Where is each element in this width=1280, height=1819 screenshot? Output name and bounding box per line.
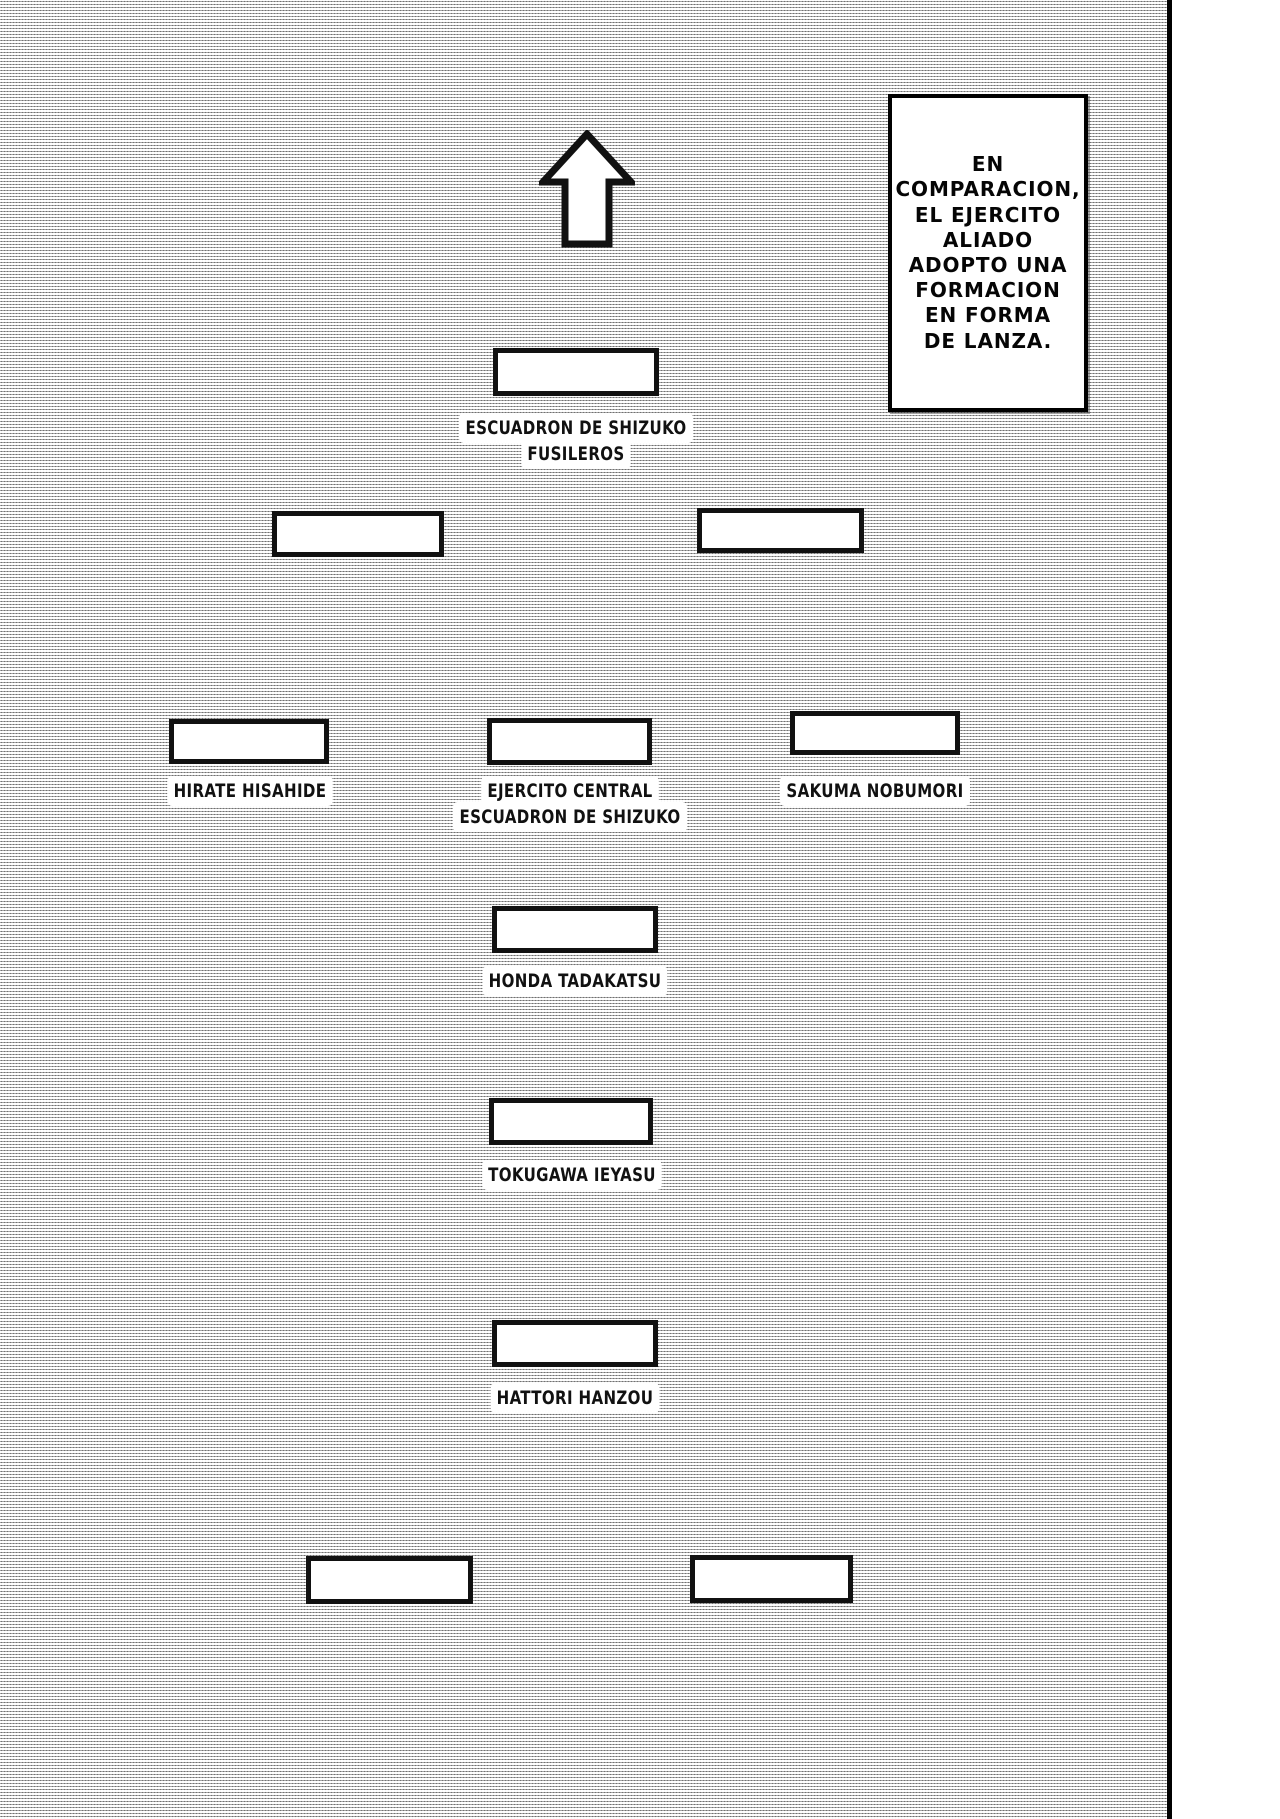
up-arrow-icon [539, 130, 635, 248]
unit-box-honda-tadakatsu [492, 906, 658, 953]
unit-label-sakuma-nobumori: SAKUMA NOBUMORI [769, 778, 980, 805]
unit-label-tokugawa-ieyasu: TOKUGAWA IEYASU [466, 1162, 677, 1189]
unit-label-line: FUSILEROS [419, 441, 732, 468]
unit-box-sakuma-nobumori [790, 711, 960, 755]
unit-label-line: HONDA TADAKATSU [469, 968, 680, 995]
unit-label-line: HATTORI HANZOU [469, 1385, 680, 1412]
unit-label-hirate-hisahide: HIRATE HISAHIDE [144, 778, 355, 805]
unit-label-honda-tadakatsu: HONDA TADAKATSU [469, 968, 680, 995]
unit-label-line: TOKUGAWA IEYASU [466, 1162, 677, 1189]
unit-label-hattori-hanzou: HATTORI HANZOU [469, 1385, 680, 1412]
page-margin [1172, 0, 1280, 1819]
unit-box-vanguard-riflemen [493, 348, 659, 396]
unit-box-tokugawa-ieyasu [489, 1098, 653, 1145]
unit-label-line: ESCUADRON DE SHIZUKO [413, 804, 726, 831]
unit-box-flank-right-upper [697, 508, 864, 553]
unit-label-line: EJERCITO CENTRAL [413, 778, 726, 805]
unit-box-flank-left-upper [272, 511, 444, 557]
unit-box-hirate-hisahide [169, 719, 329, 764]
unit-label-line: SAKUMA NOBUMORI [769, 778, 980, 805]
unit-box-rear-right [690, 1555, 853, 1603]
unit-label-line: HIRATE HISAHIDE [144, 778, 355, 805]
narration-text: EN COMPARACION, EL EJERCITO ALIADO ADOPT… [895, 152, 1081, 353]
unit-box-hattori-hanzou [492, 1320, 658, 1367]
battle-formation-panel: EN COMPARACION, EL EJERCITO ALIADO ADOPT… [0, 0, 1172, 1819]
unit-label-line: ESCUADRON DE SHIZUKO [419, 415, 732, 442]
unit-box-rear-left [306, 1556, 473, 1604]
narration-caption-box: EN COMPARACION, EL EJERCITO ALIADO ADOPT… [888, 94, 1088, 412]
unit-box-central-army [487, 718, 652, 765]
